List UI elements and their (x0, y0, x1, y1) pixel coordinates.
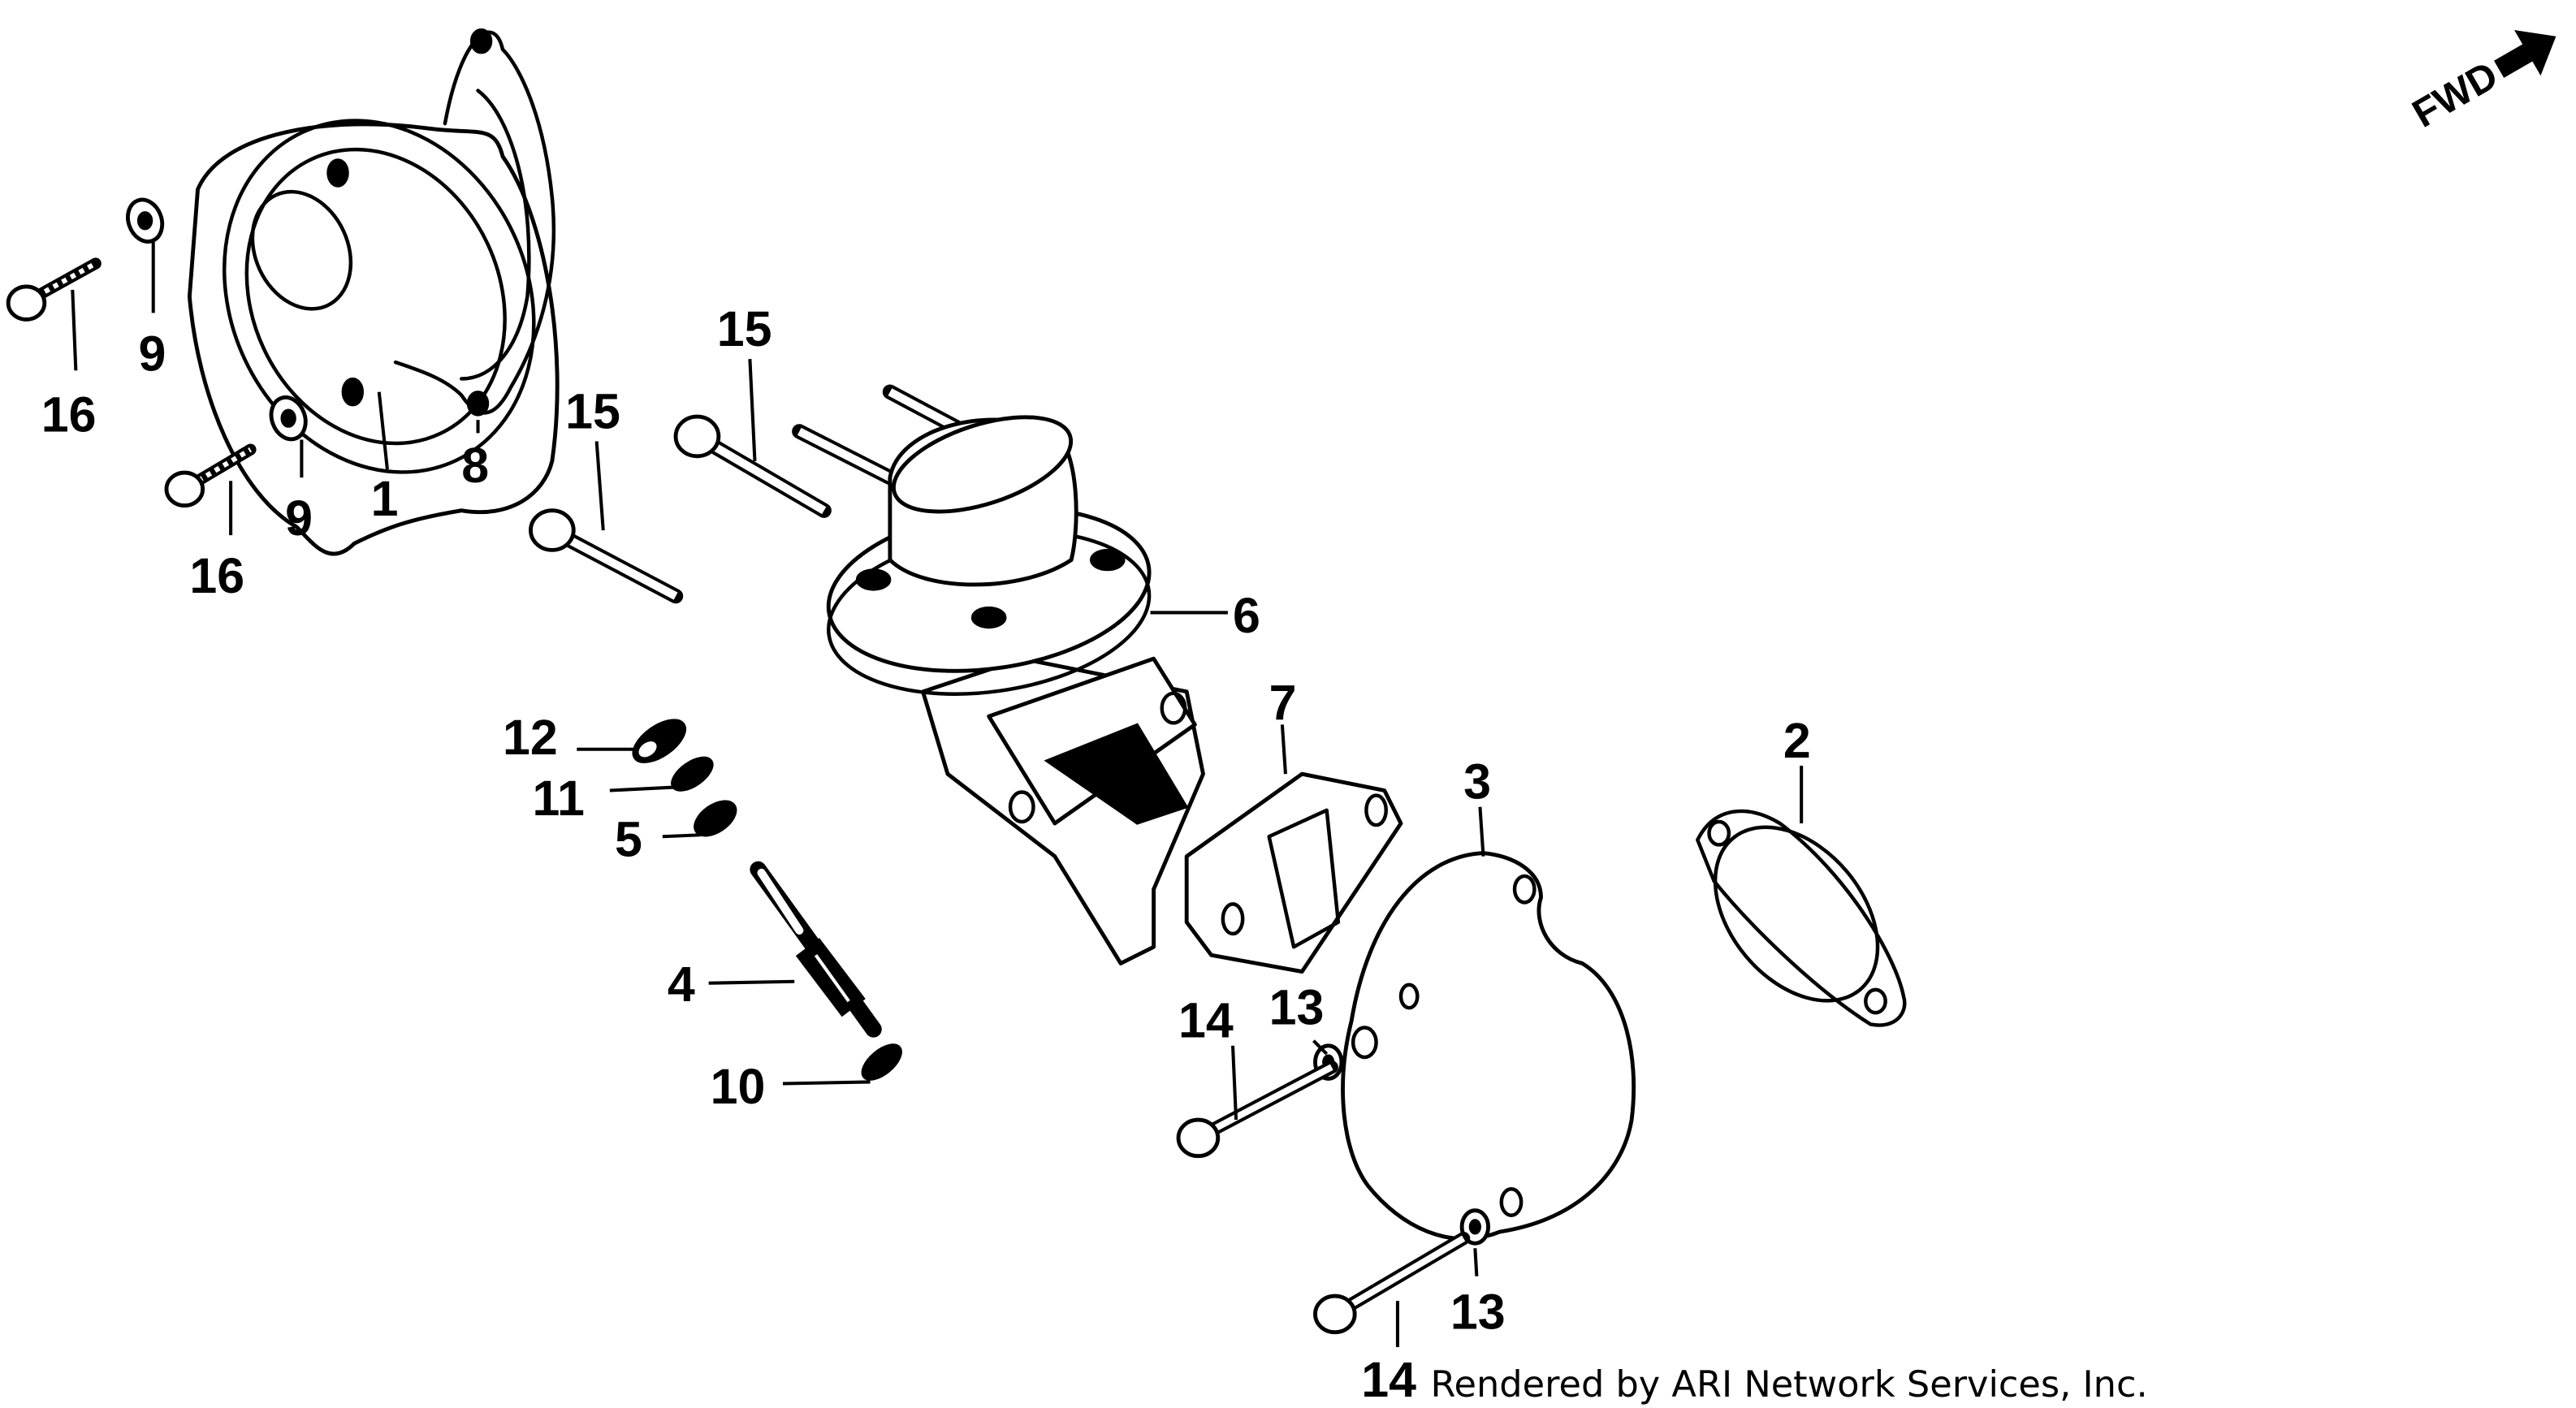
part-bolt-16b[interactable] (164, 443, 257, 508)
part-washer-9b[interactable] (266, 392, 311, 443)
part-bolt-14b[interactable] (1313, 1231, 1471, 1335)
callout-14a[interactable]: 14 (1178, 993, 1234, 1048)
part-insulator[interactable] (1184, 771, 1403, 974)
callout-15a[interactable]: 15 (565, 383, 620, 438)
callout-16b[interactable]: 16 (189, 548, 244, 603)
callout-16a[interactable]: 16 (41, 387, 97, 442)
callout-8[interactable]: 8 (461, 438, 489, 493)
part-key-11[interactable] (667, 751, 718, 797)
callout-4[interactable]: 4 (668, 957, 695, 1012)
part-washer-9a[interactable] (122, 195, 167, 246)
callout-1[interactable]: 1 (371, 471, 399, 526)
part-pin-5[interactable] (689, 794, 741, 842)
leader-lines (71, 242, 1804, 1347)
part-bolt-15b[interactable] (673, 414, 832, 518)
callout-15b[interactable]: 15 (717, 301, 772, 356)
callout-10[interactable]: 10 (711, 1059, 766, 1114)
callout-13b[interactable]: 13 (1450, 1285, 1506, 1340)
fwd-indicator: FWD (2405, 29, 2557, 136)
callout-3[interactable]: 3 (1463, 754, 1491, 810)
callout-5[interactable]: 5 (615, 812, 642, 867)
credit-text: Rendered by ARI Network Services, Inc. (1431, 1363, 2148, 1406)
callout-9a[interactable]: 9 (138, 326, 166, 381)
part-housing[interactable] (1341, 851, 1636, 1241)
part-pin-12[interactable] (626, 712, 692, 771)
part-fuel-pump[interactable] (792, 384, 1205, 965)
part-bolt-16a[interactable] (6, 257, 102, 322)
part-bolt-14a[interactable] (1176, 1060, 1338, 1159)
part-key-10[interactable] (857, 1039, 907, 1086)
callout-6[interactable]: 6 (1233, 588, 1260, 643)
part-gasket-2[interactable] (1683, 796, 1911, 1032)
part-cover[interactable] (168, 70, 590, 556)
forward-arrow-icon (2493, 29, 2557, 78)
callout-labels: 1 2 3 4 5 6 7 8 9 9 10 11 12 13 13 14 14… (41, 301, 1811, 1407)
part-bolt-15a[interactable] (529, 508, 684, 604)
callout-7[interactable]: 7 (1269, 675, 1297, 730)
callout-12[interactable]: 12 (503, 710, 558, 765)
part-drive-shaft[interactable] (750, 861, 882, 1038)
part-gasket-8[interactable] (393, 28, 556, 417)
callout-9b[interactable]: 9 (285, 490, 313, 546)
fwd-label: FWD (2405, 54, 2505, 136)
callout-2[interactable]: 2 (1783, 713, 1811, 768)
callout-13a[interactable]: 13 (1269, 979, 1325, 1034)
callout-11[interactable]: 11 (533, 771, 585, 826)
callout-14b[interactable]: 14 (1361, 1352, 1416, 1407)
